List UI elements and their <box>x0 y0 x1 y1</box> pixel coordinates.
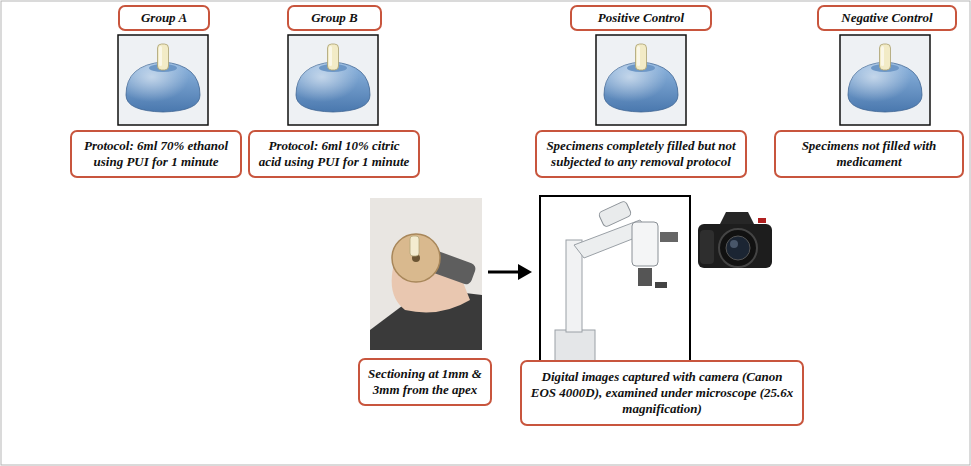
sectioning-photo <box>370 198 482 350</box>
box-text: Protocol: 6ml 10% citric acid using PUI … <box>256 138 412 171</box>
camera-photo <box>698 212 772 268</box>
box-text: Negative Control <box>841 10 932 26</box>
protocol-box: Protocol: 6ml 70% ethanol using PUI for … <box>70 130 242 178</box>
group-header: Negative Control <box>817 5 957 31</box>
box-text: Sectioning at 1mm & 3mm from the apex <box>366 366 484 399</box>
box-text: Specimens completely filled but not subj… <box>543 138 739 171</box>
protocol-box: Protocol: 6ml 10% citric acid using PUI … <box>248 130 420 178</box>
box-text: Specimens not filled with medicament <box>782 138 956 171</box>
group-header: Group A <box>118 5 210 31</box>
process-arrow <box>488 264 532 280</box>
step-box: Sectioning at 1mm & 3mm from the apex <box>358 358 492 406</box>
specimen-photo <box>118 35 208 125</box>
box-text: Group B <box>311 10 358 26</box>
specimen-photo <box>840 35 930 125</box>
box-text: Digital images captured with camera (Can… <box>528 369 796 418</box>
box-text: Positive Control <box>598 10 684 26</box>
box-text: Protocol: 6ml 70% ethanol using PUI for … <box>78 138 234 171</box>
box-text: Group A <box>141 10 187 26</box>
group-header: Positive Control <box>570 5 712 31</box>
protocol-box: Specimens not filled with medicament <box>774 130 964 178</box>
step-box: Digital images captured with camera (Can… <box>520 360 804 426</box>
specimen-photo <box>596 35 686 125</box>
group-header: Group B <box>287 5 382 31</box>
microscope-photo <box>540 196 690 374</box>
protocol-box: Specimens completely filled but not subj… <box>535 130 747 178</box>
specimen-photo <box>288 35 378 125</box>
